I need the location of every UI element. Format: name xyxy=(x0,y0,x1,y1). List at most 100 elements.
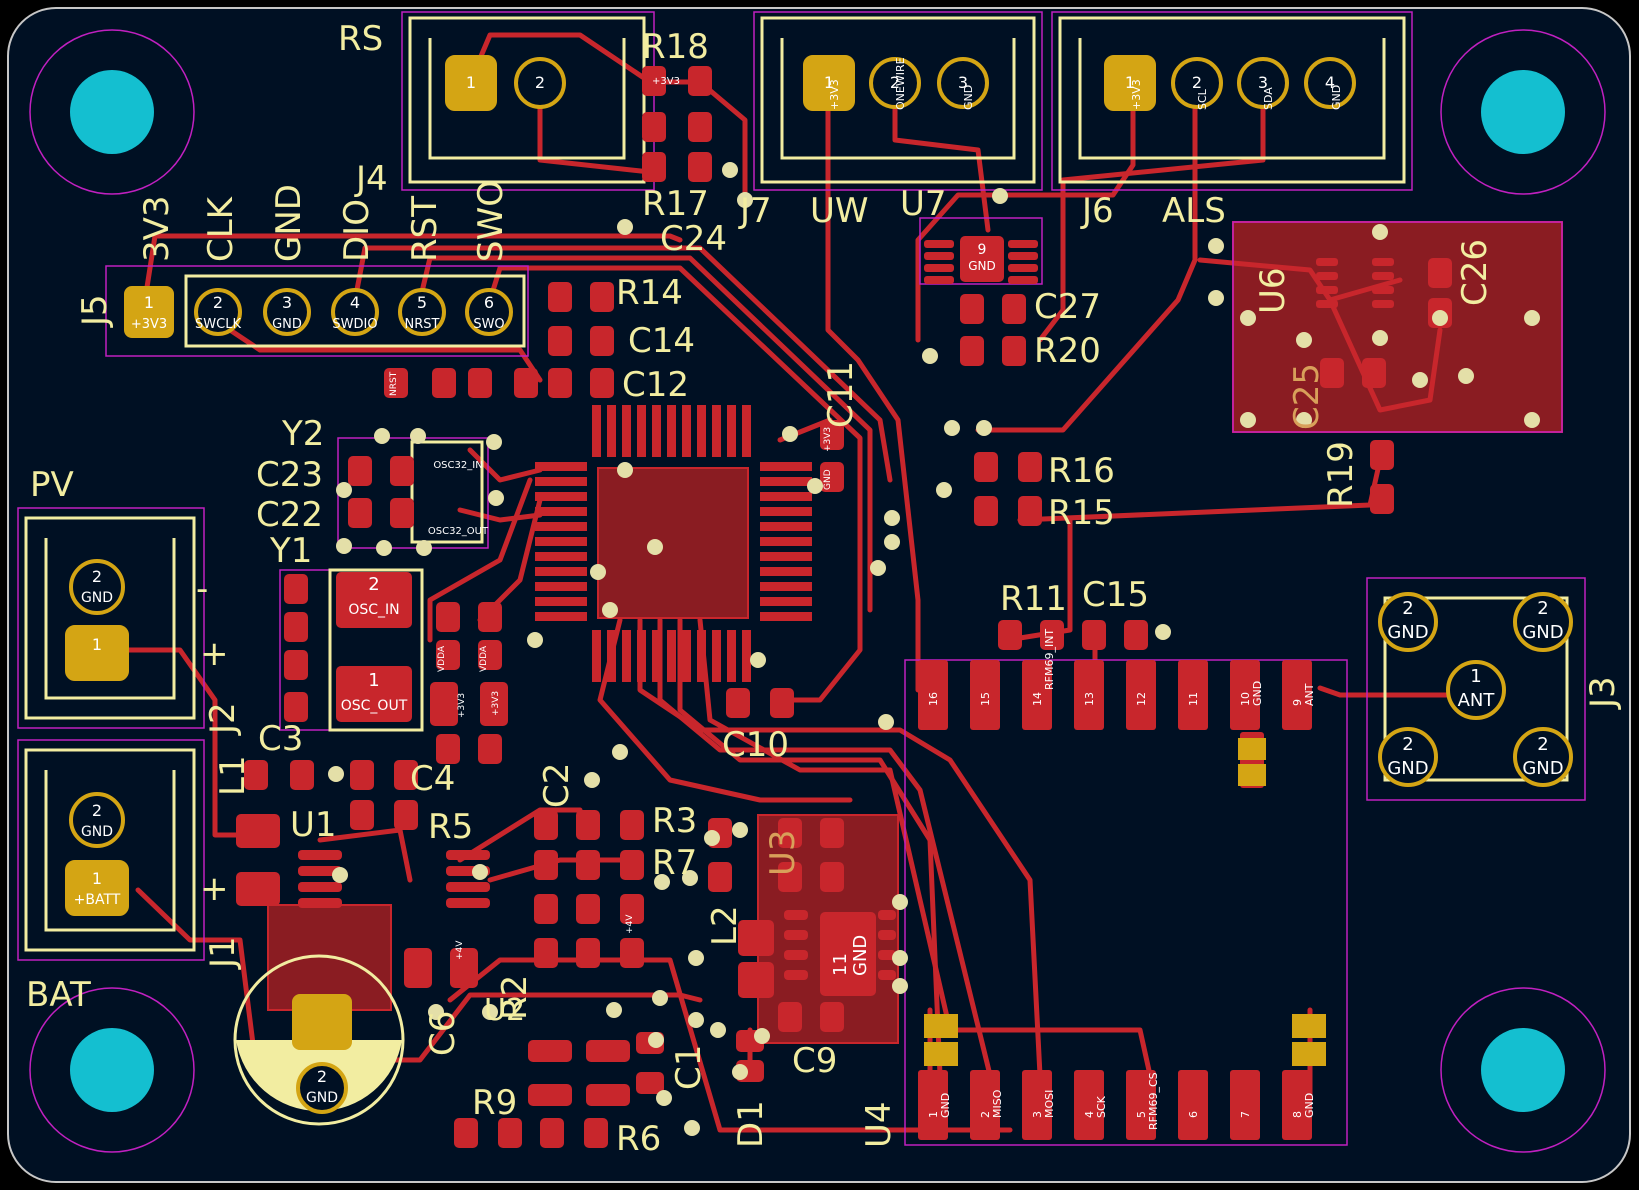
net-3v3-c11: +3V3 xyxy=(823,427,833,452)
mounting-hole-bottom-right xyxy=(1481,1028,1565,1112)
label-dio: DIO xyxy=(337,199,377,262)
label-c23: C23 xyxy=(256,455,323,495)
passive-net-labels: VDDA VDDA +3V3 +3V3 GND +3V3 NRST +4V +4… xyxy=(389,371,833,960)
pad-c6-2: 2 xyxy=(317,1067,327,1086)
silkscreen-labels: RS R18 J4 R17 C24 J7 UW U7 J6 ALS R14 C1… xyxy=(26,19,1226,1159)
label-r6: R6 xyxy=(616,1119,661,1159)
pad-u4-14-net: RFM69_INT xyxy=(1043,629,1056,690)
label-bat: BAT xyxy=(26,975,91,1015)
pad-j6-1: 1 xyxy=(1125,73,1135,92)
pad-u4-1-net: GND xyxy=(939,1093,952,1118)
label-minus: - xyxy=(196,569,208,609)
net-vdda-1: VDDA xyxy=(437,645,447,672)
label-rs: RS xyxy=(338,19,383,59)
pad-u4-4: 4 xyxy=(1083,1111,1096,1118)
pad-u4-1: 1 xyxy=(927,1111,940,1118)
pad-u4-6: 6 xyxy=(1187,1111,1200,1118)
label-j7: J7 xyxy=(738,191,772,231)
pad-j3-1-net: ANT xyxy=(1458,690,1496,711)
label-plus-bat: + xyxy=(200,869,229,909)
copper-zone-u6 xyxy=(1232,221,1563,433)
pad-j1-1-net: +BATT xyxy=(74,892,121,908)
pad-u3-11-net: GND xyxy=(850,935,871,976)
mounting-hole-bottom-left xyxy=(70,1028,154,1112)
label-u3: U3 xyxy=(763,829,803,876)
net-4v-c6: +4V xyxy=(455,940,465,960)
label-c1: C1 xyxy=(669,1045,709,1090)
pad-r18-net: +3V3 xyxy=(652,76,680,87)
pad-y1-1: 1 xyxy=(368,670,379,691)
label-r3: R3 xyxy=(652,801,697,841)
pad-u7-9-net: GND xyxy=(968,259,996,273)
pad-u4-8-net: GND xyxy=(1303,1093,1316,1118)
label-l2: L2 xyxy=(705,905,745,946)
label-c24: C24 xyxy=(660,219,727,259)
label-c10: C10 xyxy=(722,725,789,765)
pad-j1-2-net: GND xyxy=(81,824,113,840)
mounting-hole-top-right xyxy=(1481,70,1565,154)
label-c11: C11 xyxy=(821,361,861,428)
label-r9: R9 xyxy=(472,1083,517,1123)
label-u7: U7 xyxy=(900,184,947,224)
connector-net-labels: +3V3 ONEWIRE GND +3V3 SCL SDA GND xyxy=(828,57,1343,110)
label-j3: J3 xyxy=(1583,676,1623,710)
pad-j3-2b-net: GND xyxy=(1522,622,1563,643)
label-als: ALS xyxy=(1162,191,1226,231)
pad-y1-2: 2 xyxy=(368,574,379,595)
pad-osc32-in: OSC32_IN xyxy=(433,460,482,471)
label-j6: J6 xyxy=(1080,191,1114,231)
pad-u4-3-net: MOSI xyxy=(1043,1090,1056,1118)
label-rst: RST xyxy=(405,196,445,262)
label-r2: R2 xyxy=(495,975,535,1020)
pad-j3-2d: 2 xyxy=(1537,734,1548,755)
pad-u4-10: 10 xyxy=(1239,692,1252,706)
label-c3: C3 xyxy=(258,719,303,759)
pad-j4-1: 1 xyxy=(466,73,476,92)
net-vdda-2: VDDA xyxy=(479,645,489,672)
net-3v3-c4b: +3V3 xyxy=(457,693,467,718)
pad-u4-12: 12 xyxy=(1135,692,1148,706)
label-r17: R17 xyxy=(642,184,709,224)
pad-j3-2c: 2 xyxy=(1402,734,1413,755)
net-4v-r7: +4V xyxy=(625,914,635,934)
pad-u4-3: 3 xyxy=(1031,1111,1044,1118)
label-pv: PV xyxy=(30,465,74,505)
mounting-holes xyxy=(70,70,1565,1112)
label-y1: Y1 xyxy=(269,531,312,571)
pad-j6-2: 2 xyxy=(1192,73,1202,92)
pad-j6-1-net: +3V3 xyxy=(1130,79,1143,110)
pad-j4-2: 2 xyxy=(535,73,545,92)
label-r14: R14 xyxy=(616,273,683,313)
pad-u4-7: 7 xyxy=(1239,1111,1252,1118)
net-gnd-c11: GND xyxy=(823,469,833,490)
pad-u4-9: 9 xyxy=(1291,699,1304,706)
label-c4: C4 xyxy=(410,759,455,799)
pad-j5-6: 6 xyxy=(484,293,494,312)
label-c25: C25 xyxy=(1287,363,1327,430)
vias xyxy=(328,162,1540,1136)
mcu-u5 xyxy=(535,405,812,682)
label-y2: Y2 xyxy=(281,414,324,454)
label-r18: R18 xyxy=(642,27,709,67)
pad-j7-2: 2 xyxy=(890,73,900,92)
net-3v3-c4: +3V3 xyxy=(491,691,501,716)
label-r15: R15 xyxy=(1048,493,1115,533)
label-c2: C2 xyxy=(537,763,577,808)
label-c6: C6 xyxy=(423,1011,463,1056)
pad-j5-1: 1 xyxy=(144,293,154,312)
net-nrst: NRST xyxy=(389,371,399,396)
pad-j1-1: 1 xyxy=(92,869,102,888)
pad-j2-2-net: GND xyxy=(81,590,113,606)
label-uw: UW xyxy=(810,191,869,231)
pad-y1-1-net: OSC_OUT xyxy=(341,698,408,714)
pad-j5-1-net: +3V3 xyxy=(131,317,167,332)
pad-j7-3-net: GND xyxy=(962,85,975,110)
label-j5: J5 xyxy=(75,294,115,328)
pad-j5-4-net: SWDIO xyxy=(332,317,377,332)
pad-j3-1: 1 xyxy=(1470,666,1481,687)
pad-u4-16: 16 xyxy=(927,692,940,706)
smd-pads xyxy=(236,66,1452,1148)
pad-j7-1-net: +3V3 xyxy=(828,79,841,110)
label-j1: J1 xyxy=(203,936,243,970)
pad-j3-2c-net: GND xyxy=(1387,758,1428,779)
